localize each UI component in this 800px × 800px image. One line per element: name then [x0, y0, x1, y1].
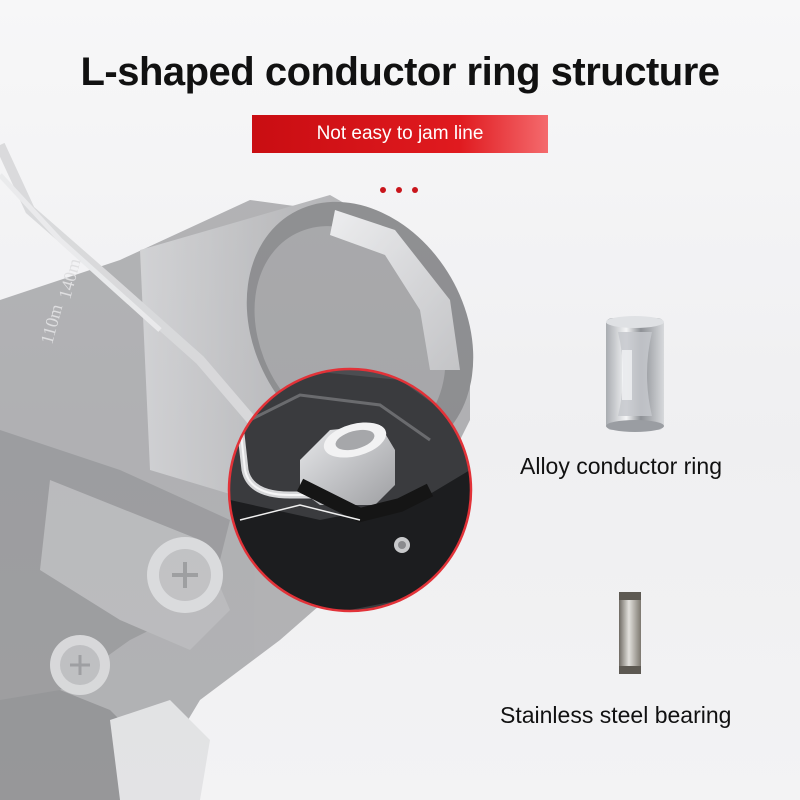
alloy-conductor-ring-label: Alloy conductor ring	[520, 453, 722, 479]
feature-badge: Not easy to jam line	[252, 115, 548, 153]
dot	[380, 187, 386, 193]
magnifier-lens	[227, 367, 473, 613]
dot	[396, 187, 402, 193]
dot	[412, 187, 418, 193]
decorative-dots	[374, 185, 424, 195]
stainless-steel-bearing-label: Stainless steel bearing	[500, 702, 732, 728]
stainless-steel-bearing-image	[619, 592, 641, 674]
page-title: L-shaped conductor ring structure	[80, 50, 720, 94]
alloy-conductor-ring-image	[606, 316, 664, 432]
